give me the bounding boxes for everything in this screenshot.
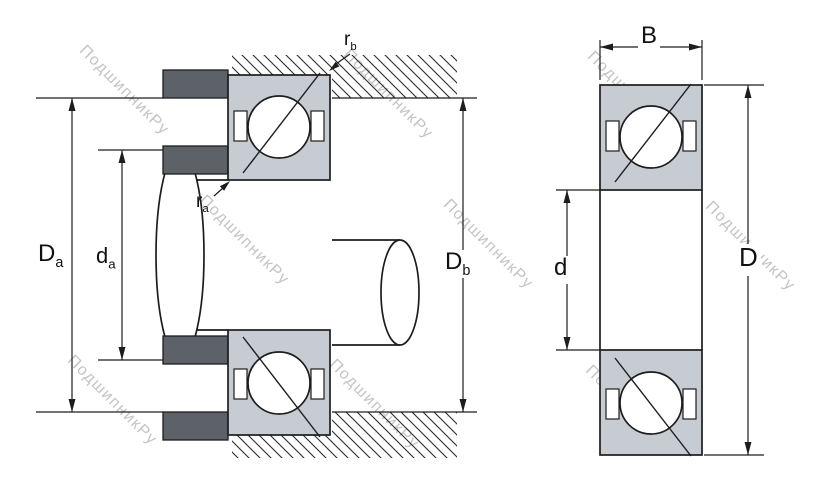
bearing-section-bottom: [599, 349, 703, 457]
contact-angle-line: [614, 357, 692, 457]
label-sub: a: [202, 202, 209, 215]
bearing-section-bottom: [227, 329, 331, 438]
label-rb: rb: [344, 30, 357, 53]
label-d: d: [551, 254, 571, 285]
dimension-da: [118, 150, 126, 360]
label-base: D: [38, 240, 56, 267]
cage-pocket: [605, 120, 620, 152]
shaft: [155, 149, 420, 361]
right-view-bearing: [556, 40, 764, 457]
label-Db: Db: [442, 248, 474, 279]
cage-pocket: [233, 368, 248, 400]
housing-hatch-top: [232, 55, 457, 98]
ball: [619, 371, 683, 435]
label-base: D: [739, 242, 758, 272]
label-B: B: [638, 22, 661, 53]
label-Da: Da: [38, 242, 63, 270]
label-sub: b: [462, 262, 471, 279]
housing-hatch-bottom: [232, 412, 457, 458]
abutment-shoulders: [162, 69, 229, 441]
label-sub: a: [55, 254, 64, 271]
label-base: r: [344, 29, 351, 50]
shaft-shoulder-top: [162, 145, 229, 175]
contact-angle-line: [242, 72, 321, 174]
cage-pocket: [605, 388, 620, 420]
leader-rb: [329, 53, 351, 71]
label-sub: a: [108, 256, 116, 272]
label-da: da: [96, 245, 116, 271]
cage-pocket: [310, 368, 325, 400]
label-base: r: [196, 191, 203, 212]
housing-hatching: [232, 55, 457, 458]
housing-shoulder-bottom: [162, 411, 229, 441]
bearing-section-top: [227, 72, 331, 181]
label-base: d: [96, 243, 109, 268]
contact-angle-line: [242, 336, 321, 438]
leader-ra: [213, 181, 230, 197]
dimension-Da: [68, 98, 76, 412]
cage-pocket: [233, 110, 248, 142]
contact-angle-line: [614, 83, 692, 183]
label-ra: ra: [196, 192, 209, 215]
label-base: d: [554, 254, 568, 281]
shaft-shoulder-bottom: [162, 335, 229, 365]
housing-shoulder-top: [162, 69, 229, 99]
label-sub: b: [350, 40, 357, 53]
cage-pocket: [682, 120, 697, 152]
label-base: D: [445, 248, 463, 275]
ball: [619, 105, 683, 169]
shaft-step-face: [380, 239, 420, 346]
cage-pocket: [310, 110, 325, 142]
left-view-mounted-bearing: [36, 53, 477, 458]
label-base: B: [641, 22, 658, 49]
cage-pocket: [682, 388, 697, 420]
bearing-section-top: [599, 83, 703, 191]
shaft-end-face: [155, 149, 205, 361]
label-D: D: [736, 244, 761, 276]
